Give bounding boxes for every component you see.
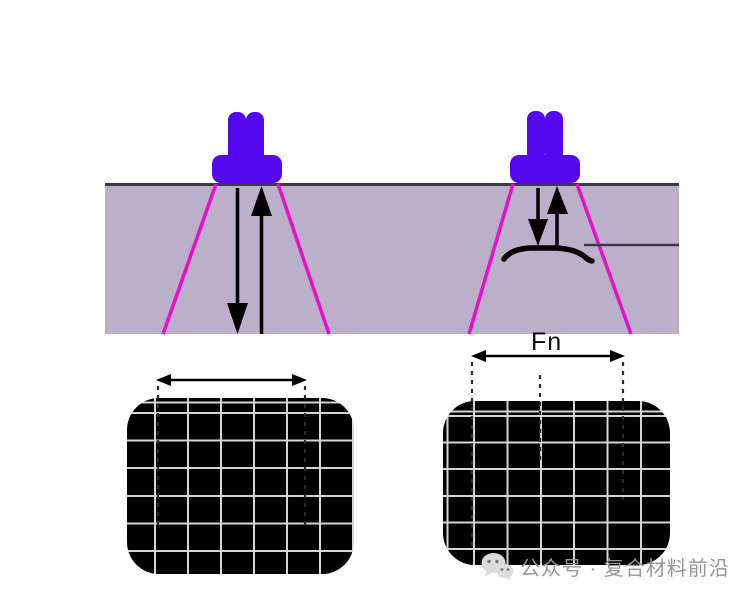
left-dimension-arrowhead-left xyxy=(156,374,171,386)
probe-left-cap-a xyxy=(228,112,246,162)
beam-lines-group xyxy=(161,183,633,335)
fn-dimension-arrow xyxy=(471,350,625,362)
beam-line-right-probe-left xyxy=(467,183,515,335)
probe-right-base xyxy=(510,155,580,183)
left-pulse-echo-arrows xyxy=(227,186,272,334)
fn-dimension-arrowhead-right xyxy=(610,350,625,362)
dashed-drop-lines xyxy=(156,362,625,551)
right-pulse-echo-arrows xyxy=(528,186,568,248)
wechat-bubbles-icon xyxy=(481,553,514,581)
watermark: 公众号 · 复合材料前沿 xyxy=(481,552,730,581)
fn-dimension-arrowhead-left xyxy=(471,350,486,362)
probe-left-base xyxy=(212,155,282,183)
beam-line-right-probe-right xyxy=(575,183,633,335)
probe-right-cap-a xyxy=(527,111,545,161)
left-dimension-arrowhead-right xyxy=(292,374,307,386)
echo-arrowhead-right xyxy=(547,186,568,214)
beam-line-left-probe-left xyxy=(161,183,218,335)
ultrasonic-probe-right-icon xyxy=(510,111,580,183)
oscilloscope-screen-left xyxy=(127,398,354,574)
left-scope-dimension-arrow xyxy=(156,374,307,386)
transmit-arrowhead-left xyxy=(227,303,248,334)
oscilloscope-screen-right xyxy=(443,401,670,565)
beam-line-left-probe-right xyxy=(276,183,331,335)
probe-right-cap-b xyxy=(545,111,563,161)
ultrasonic-probe-left-icon xyxy=(212,112,282,183)
flaw-crack-icon xyxy=(501,245,595,264)
transmit-arrowhead-right xyxy=(528,219,548,246)
probe-left-cap-b xyxy=(246,112,264,162)
watermark-text: 公众号 · 复合材料前沿 xyxy=(520,558,730,580)
echo-arrowhead-left xyxy=(251,186,272,216)
flaw-distance-label: Fn xyxy=(531,328,563,356)
